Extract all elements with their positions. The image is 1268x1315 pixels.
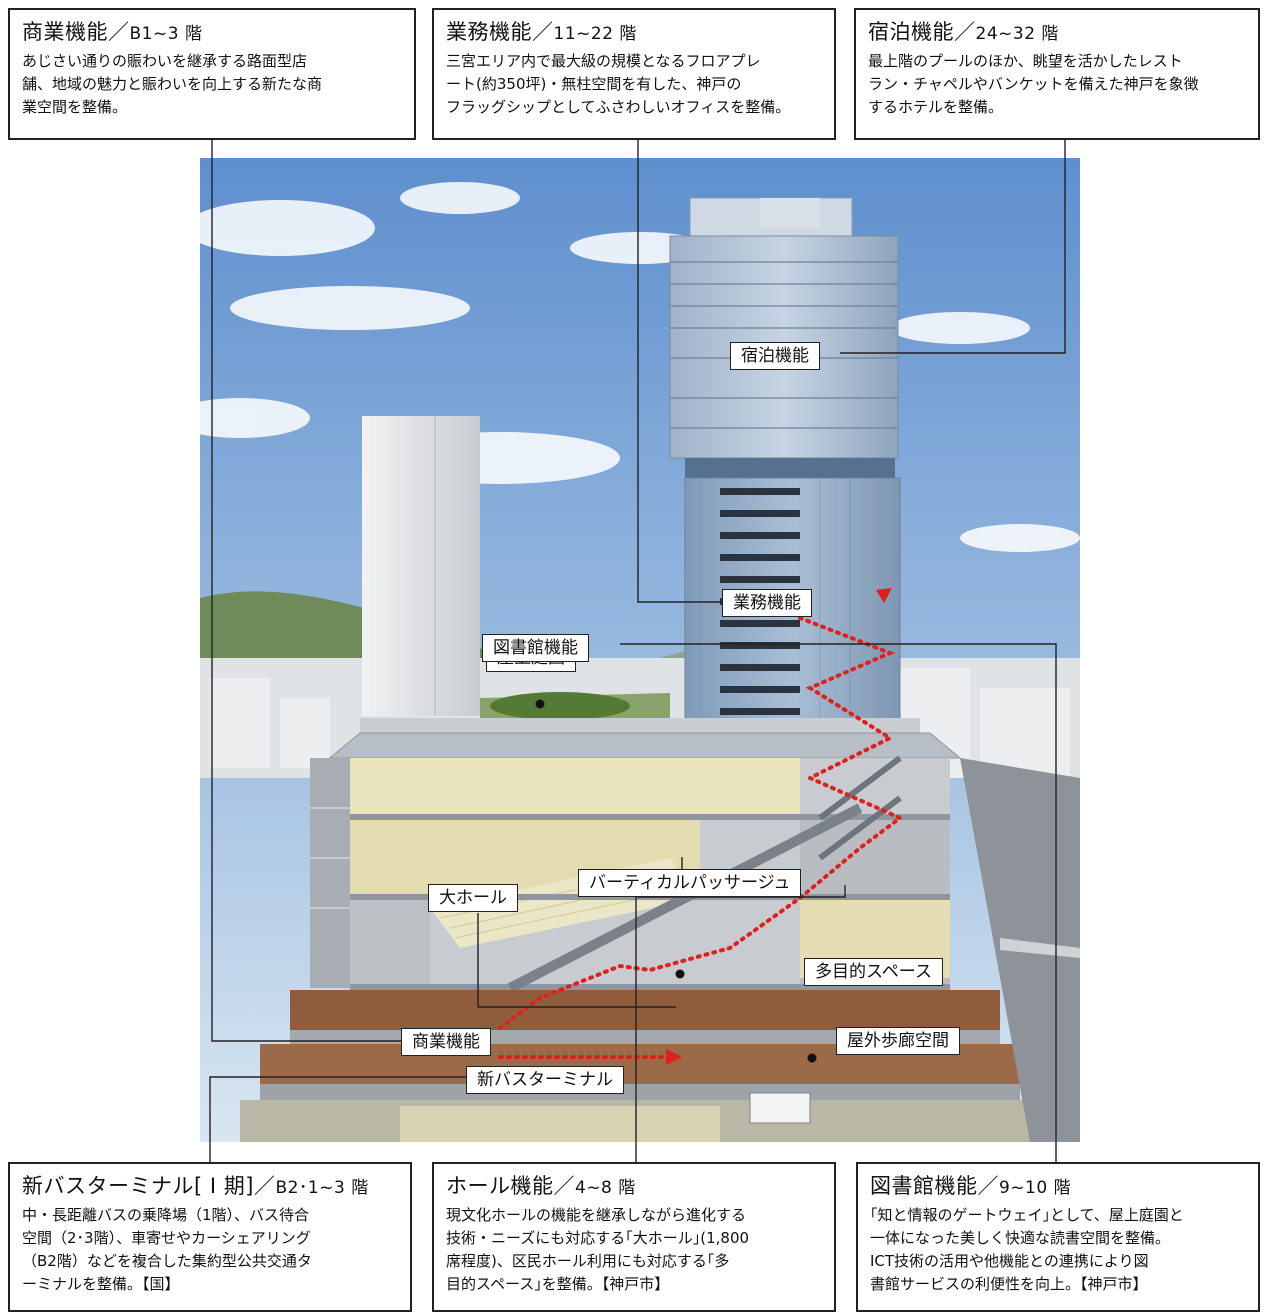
label-library: 図書館機能 — [482, 634, 589, 662]
callout-bus-title: 新バスターミナル[ I 期]／B2･1~3 階 — [22, 1174, 369, 1198]
callout-hall-desc: 現文化ホールの機能を継承しながら進化する 技術・ニーズにも対応する｢大ホール｣(… — [446, 1206, 750, 1293]
label-commercial: 商業機能 — [401, 1028, 491, 1056]
building-cutaway-drawing — [200, 158, 1080, 1142]
label-multipurpose: 多目的スペース — [804, 958, 943, 986]
callout-bus-desc: 中・長距離バスの乗降場（1階）、バス待合 空間（2･3階）、車寄せやカーシェアリ… — [22, 1206, 312, 1293]
label-office: 業務機能 — [722, 589, 812, 617]
callout-library-desc: ｢知と情報のゲートウェイ｣として、屋上庭園と 一体になった美しく快適な読書空間を… — [870, 1206, 1184, 1293]
callout-library: 図書館機能／9~10 階 ｢知と情報のゲートウェイ｣として、屋上庭園と 一体にな… — [856, 1162, 1260, 1312]
callout-commercial-title: 商業機能／B1~3 階 — [22, 20, 203, 44]
label-bus-terminal: 新バスターミナル — [466, 1066, 624, 1094]
callout-commercial: 商業機能／B1~3 階 あじさい通りの賑わいを継承する路面型店 舗、地域の魅力と… — [8, 8, 416, 140]
callout-commercial-desc: あじさい通りの賑わいを継承する路面型店 舗、地域の魅力と賑わいを向上する新たな商… — [22, 52, 323, 116]
callout-bus-terminal: 新バスターミナル[ I 期]／B2･1~3 階 中・長距離バスの乗降場（1階）、… — [8, 1162, 412, 1312]
callout-library-title: 図書館機能／9~10 階 — [870, 1174, 1072, 1198]
callout-hall-title: ホール機能／4~8 階 — [446, 1174, 636, 1198]
callout-office-title: 業務機能／11~22 階 — [446, 20, 637, 44]
label-big-hall: 大ホール — [428, 884, 518, 912]
label-hotel: 宿泊機能 — [730, 342, 820, 370]
callout-hotel-desc: 最上階のプールのほか、眺望を活かしたレスト ラン・チャペルやバンケットを備えた神… — [868, 52, 1199, 116]
callout-hall: ホール機能／4~8 階 現文化ホールの機能を継承しながら進化する 技術・ニーズに… — [432, 1162, 836, 1312]
callout-office-desc: 三宮エリア内で最大級の規模となるフロアプレ ート(約350坪)・無柱空間を有した… — [446, 52, 791, 116]
callout-hotel: 宿泊機能／24~32 階 最上階のプールのほか、眺望を活かしたレスト ラン・チャ… — [854, 8, 1260, 140]
callout-hotel-title: 宿泊機能／24~32 階 — [868, 20, 1059, 44]
callout-office: 業務機能／11~22 階 三宮エリア内で最大級の規模となるフロアプレ ート(約3… — [432, 8, 836, 140]
building-illustration — [200, 158, 1080, 1142]
label-outdoor-walkway: 屋外歩廊空間 — [836, 1027, 960, 1055]
label-vertical-passage: バーティカルパッサージュ — [578, 869, 802, 897]
